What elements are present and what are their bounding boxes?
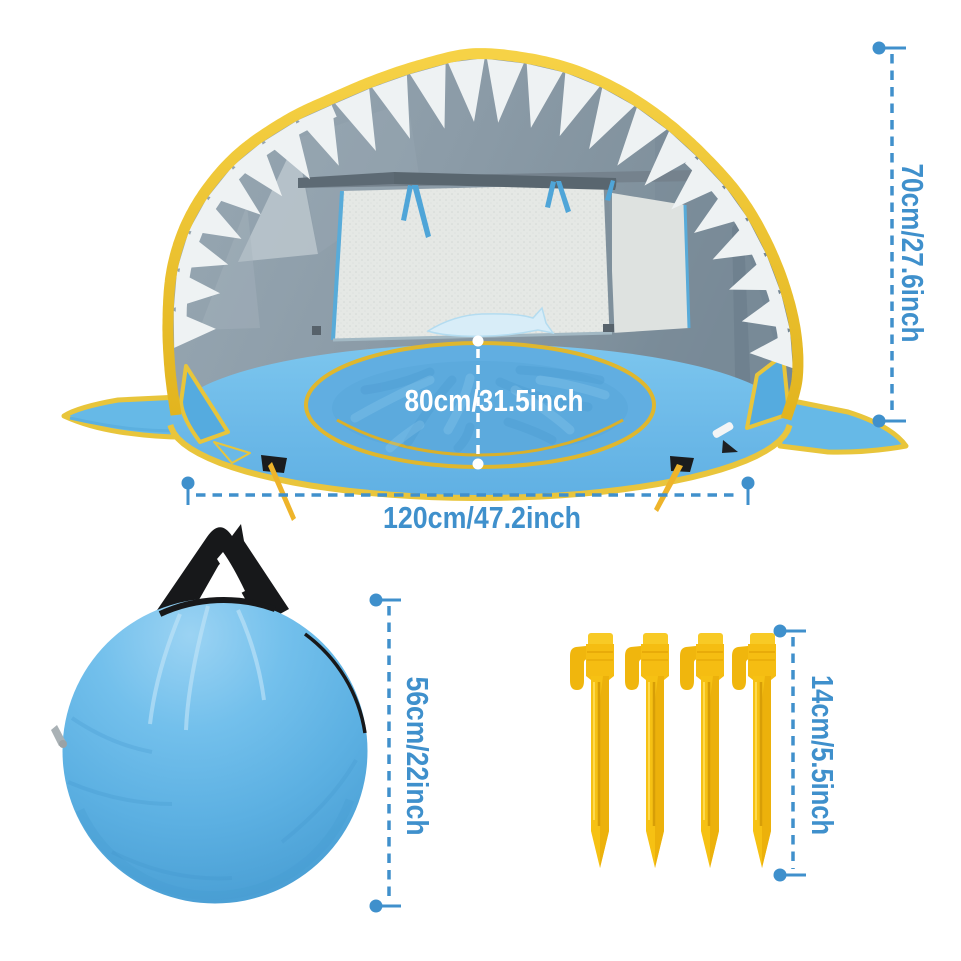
svg-text:70cm/27.6inch: 70cm/27.6inch xyxy=(895,164,930,343)
svg-text:80cm/31.5inch: 80cm/31.5inch xyxy=(405,383,584,418)
svg-text:14cm/5.5inch: 14cm/5.5inch xyxy=(805,675,840,835)
svg-text:56cm/22inch: 56cm/22inch xyxy=(400,677,435,836)
svg-text:120cm/47.2inch: 120cm/47.2inch xyxy=(383,500,581,535)
